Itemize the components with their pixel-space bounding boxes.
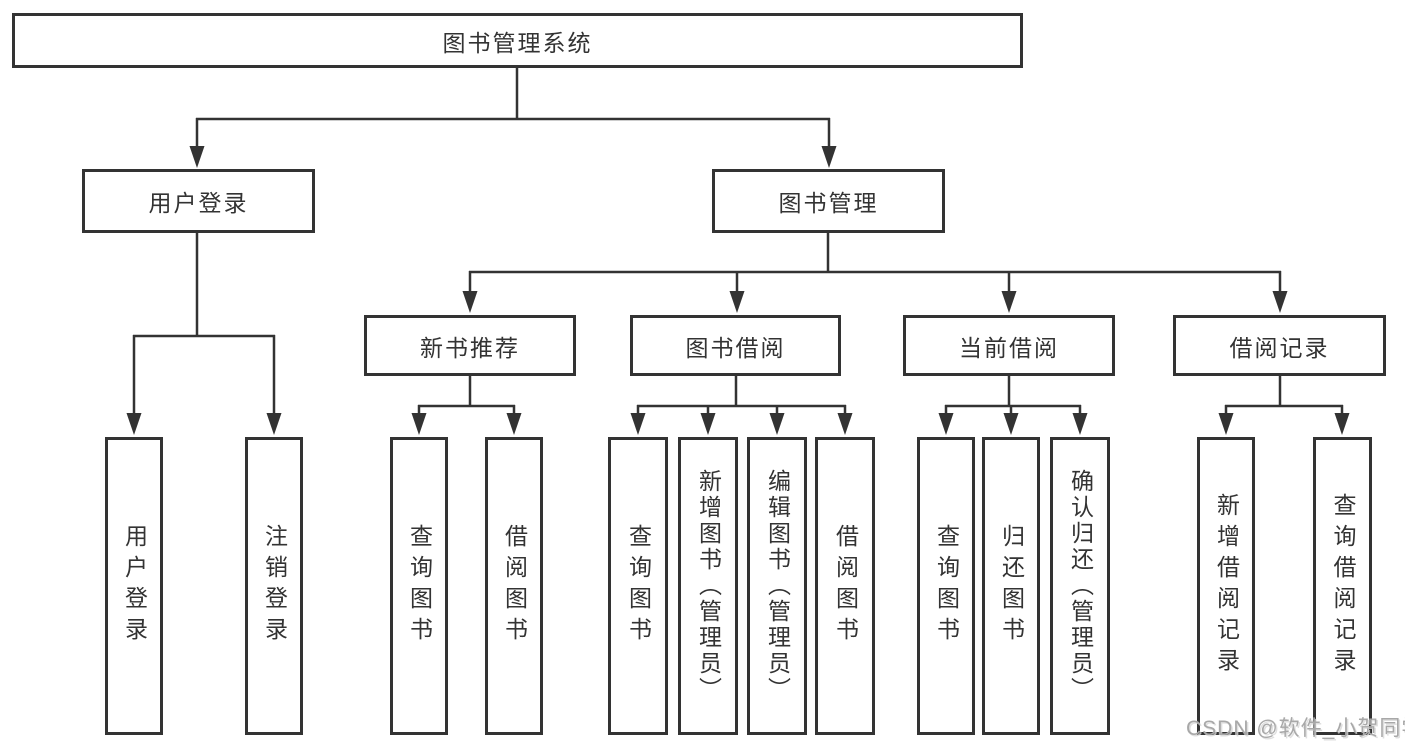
node-borrowing-records: 借阅记录 bbox=[1173, 315, 1386, 376]
leaf-logout: 注销登录 bbox=[245, 437, 303, 735]
csdn-watermark: CSDN @软件_小贺同学 bbox=[1186, 717, 1405, 740]
node-current-borrowing: 当前借阅 bbox=[903, 315, 1115, 376]
node-new-book-recommendation: 新书推荐 bbox=[364, 315, 576, 376]
leaf-borrow-books-borrowing: 借阅图书 bbox=[815, 437, 875, 735]
node-library-management-system: 图书管理系统 bbox=[12, 13, 1023, 68]
connector-current-to-leaves bbox=[938, 376, 1088, 435]
leaf-query-books-borrowing: 查询图书 bbox=[608, 437, 668, 735]
connector-borrow-to-leaves bbox=[630, 376, 853, 435]
connector-mgmt-to-level3 bbox=[462, 233, 1288, 313]
leaf-confirm-return-admin: 确认归还（管理员） bbox=[1050, 437, 1110, 735]
node-label: 借阅记录 bbox=[1229, 334, 1330, 361]
node-label: 图书借阅 bbox=[685, 334, 786, 361]
leaf-add-borrowing-record: 新增借阅记录 bbox=[1197, 437, 1255, 735]
leaf-borrow-books-recommend: 借阅图书 bbox=[485, 437, 543, 735]
node-label: 图书管理系统 bbox=[442, 29, 593, 56]
connector-root-to-level2 bbox=[189, 68, 837, 168]
node-book-management: 图书管理 bbox=[712, 169, 945, 233]
node-book-borrowing: 图书借阅 bbox=[630, 315, 841, 376]
leaf-return-books: 归还图书 bbox=[982, 437, 1040, 735]
node-label: 新书推荐 bbox=[420, 334, 520, 361]
node-user-login: 用户登录 bbox=[82, 169, 315, 233]
leaf-query-books-recommend: 查询图书 bbox=[390, 437, 448, 735]
node-label: 当前借阅 bbox=[959, 334, 1059, 361]
leaf-query-borrowing-record: 查询借阅记录 bbox=[1313, 437, 1372, 735]
leaf-edit-book-admin: 编辑图书（管理员） bbox=[747, 437, 807, 735]
node-label: 图书管理 bbox=[778, 190, 879, 216]
connector-recommend-to-leaves bbox=[411, 376, 522, 435]
connector-records-to-leaves bbox=[1218, 376, 1350, 435]
leaf-query-books-current: 查询图书 bbox=[917, 437, 975, 735]
leaf-add-book-admin: 新增图书（管理员） bbox=[678, 437, 738, 735]
node-label: 用户登录 bbox=[148, 190, 249, 216]
connector-login-to-leaves bbox=[126, 233, 282, 435]
leaf-user-login: 用户登录 bbox=[105, 437, 163, 735]
